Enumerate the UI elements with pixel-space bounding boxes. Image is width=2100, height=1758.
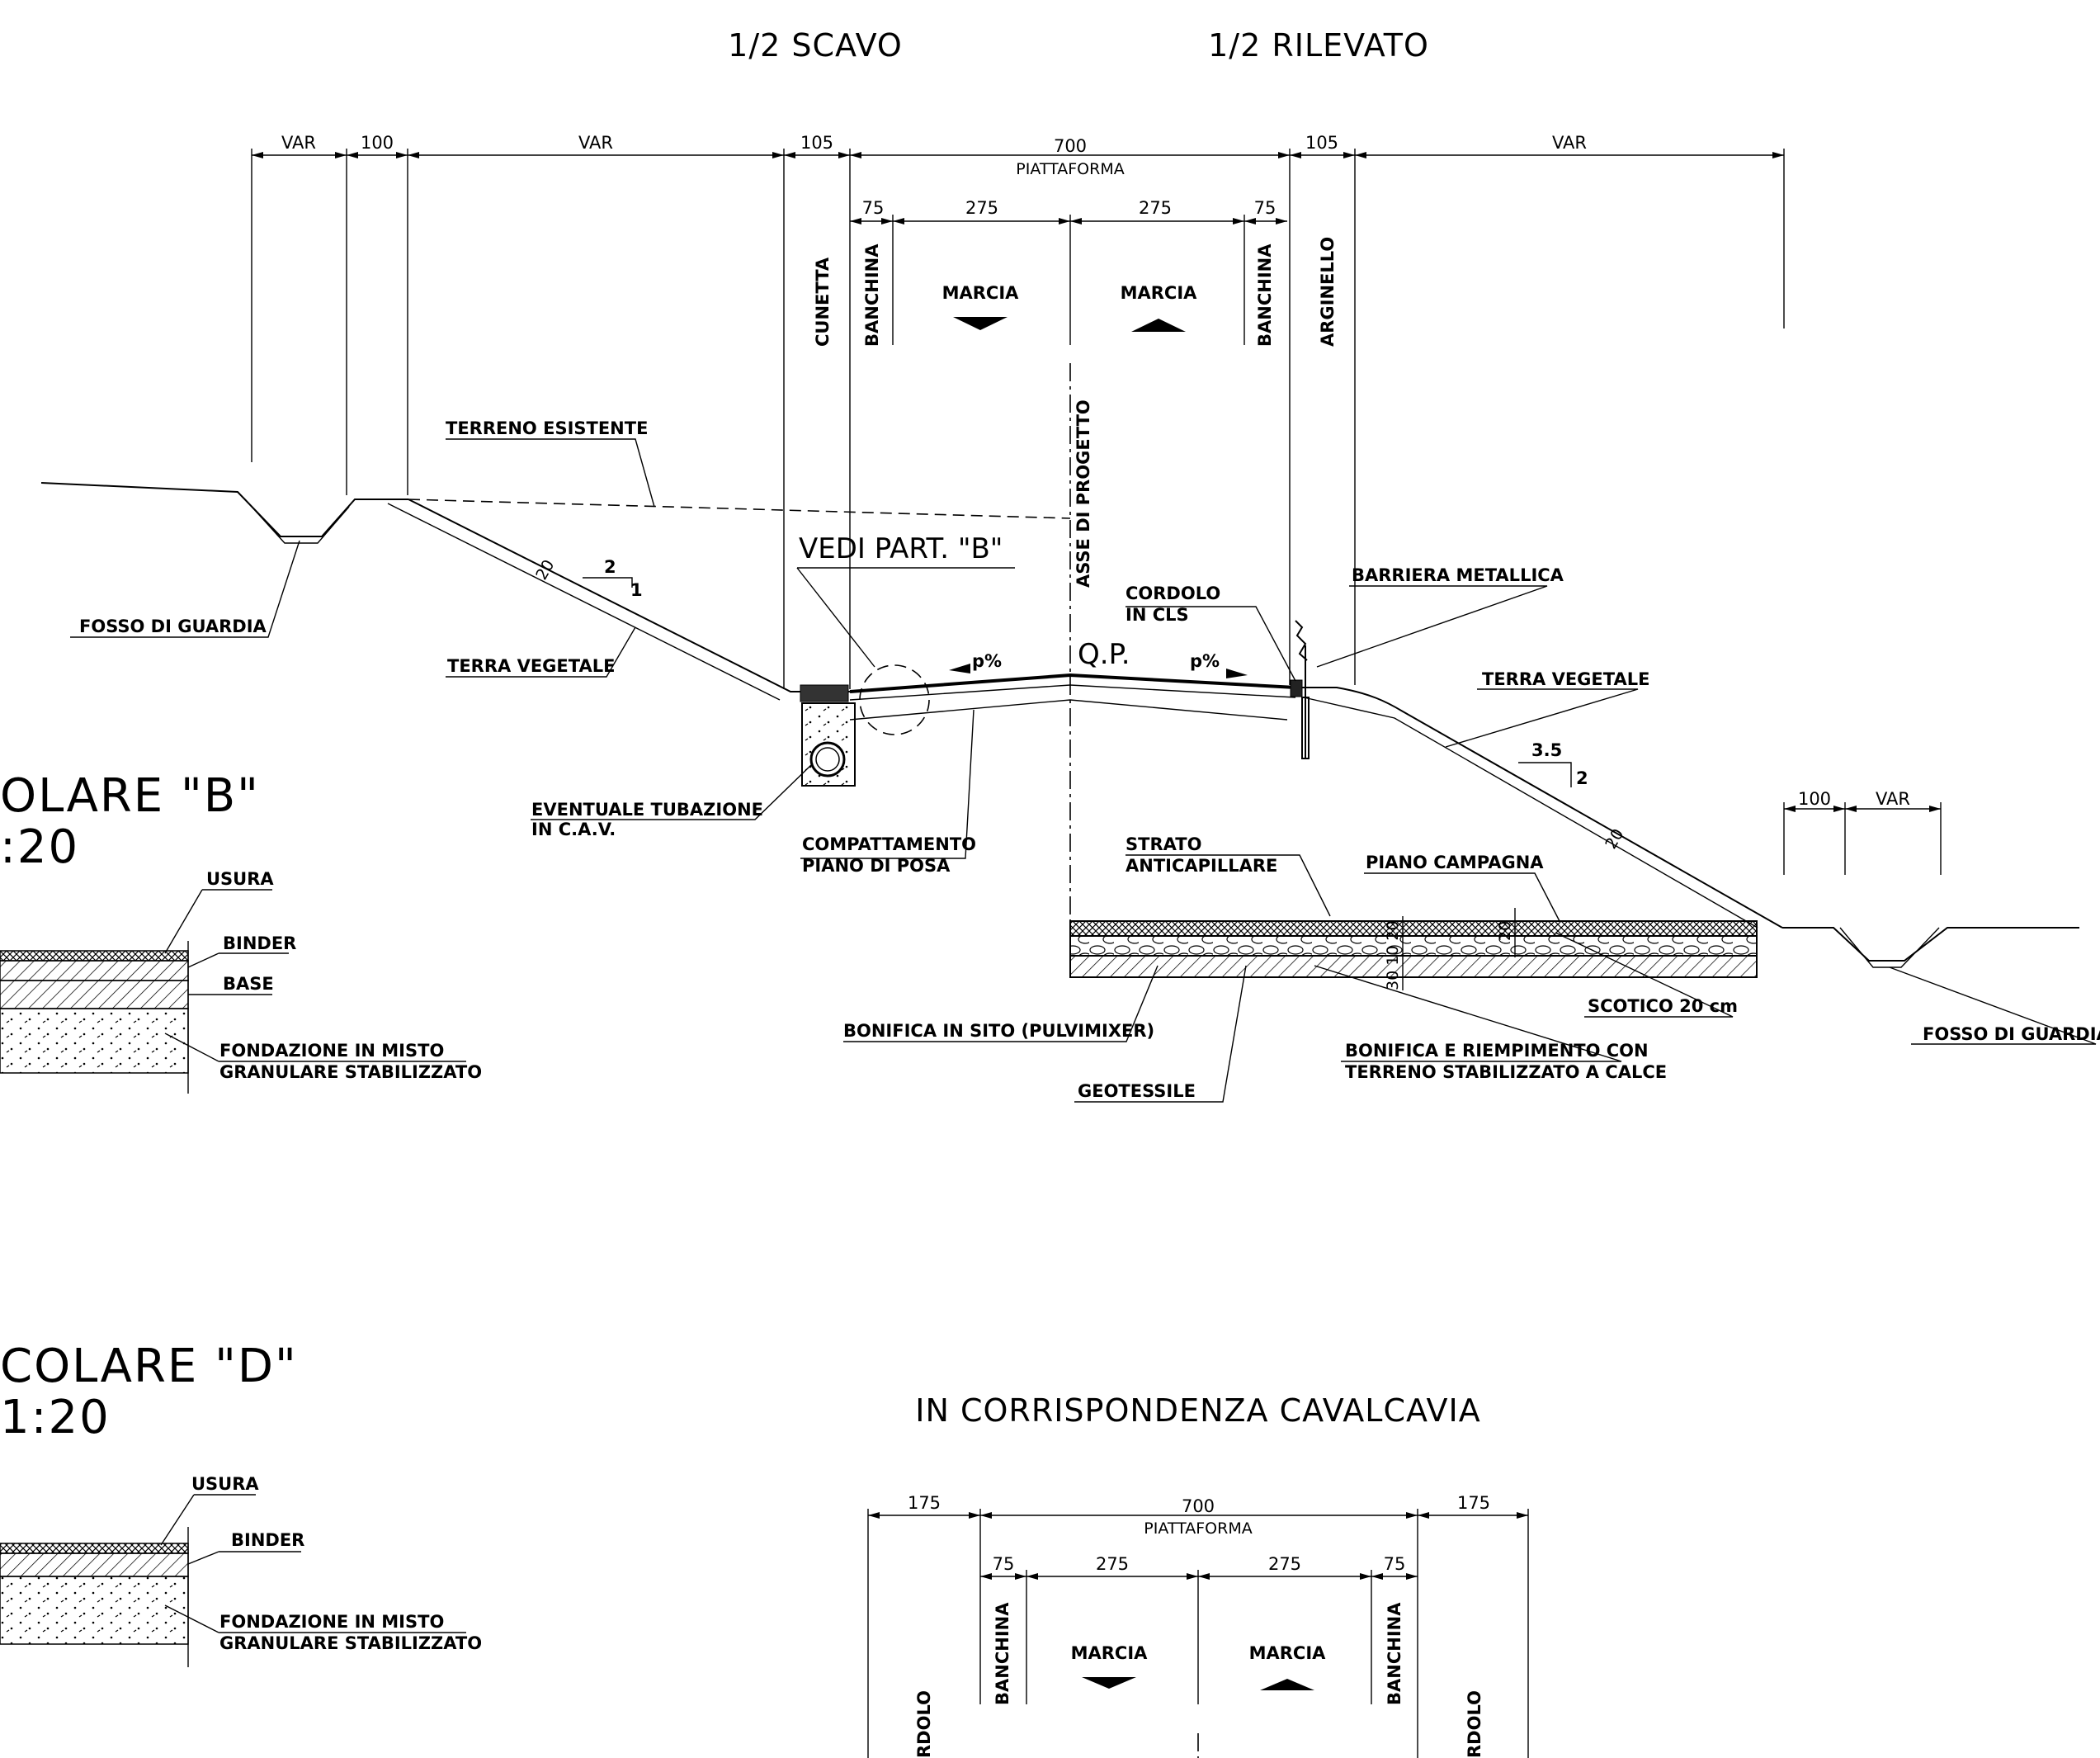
bottom-arrow-down-icon: [1082, 1677, 1136, 1689]
label-slope-right-h: 2: [1576, 768, 1588, 788]
dim-var-2: VAR: [578, 133, 613, 153]
label-dim-var-right: VAR: [1876, 789, 1910, 809]
lane-banchina-left: BANCHINA: [862, 243, 882, 347]
top-dimension-lines: [251, 149, 1785, 689]
label-layer-dim-20: 20: [1496, 921, 1514, 941]
label-bonifica-sito: BONIFICA IN SITO (PULVIMIXER): [843, 1021, 1154, 1041]
label-asse-progetto: ASSE DI PROGETTO: [1074, 399, 1093, 588]
bottom-dim-75-a: 75: [993, 1554, 1015, 1574]
bottom-dimension-lines: [867, 1509, 1529, 1758]
detail-b-base: BASE: [223, 974, 274, 994]
label-fosso-right: FOSSO DI GUARDIA: [1923, 1024, 2100, 1044]
label-dim-100-right: 100: [1798, 789, 1831, 809]
detail-b-usura: USURA: [206, 869, 274, 889]
title-half-cut: 1/2 SCAVO: [728, 27, 903, 64]
detail-d-binder: BINDER: [231, 1530, 304, 1550]
label-vedi-part-b: VEDI PART. "B": [799, 532, 1003, 565]
bottom-dim-700: 700: [1182, 1496, 1215, 1516]
bottom-lane-cordolo-left: RDOLO: [914, 1690, 934, 1758]
dim-piattaforma: PIATTAFORMA: [1016, 160, 1124, 178]
bottom-lane-cordolo-right: RDOLO: [1465, 1690, 1484, 1758]
detail-b-binder: BINDER: [223, 933, 296, 953]
lane-arginello: ARGINELLO: [1318, 237, 1338, 347]
detail-b-layers: [0, 889, 466, 1094]
label-terra-vegetale-left: TERRA VEGETALE: [447, 656, 615, 676]
dim-700: 700: [1054, 136, 1087, 156]
bottom-dim-175-a: 175: [908, 1493, 941, 1513]
dim-var-1: VAR: [281, 133, 316, 153]
cross-section-geometry: [40, 363, 2079, 990]
label-thickness-right: 20: [1602, 826, 1627, 853]
bottom-lane-marcia-left: MARCIA: [1071, 1643, 1149, 1663]
detail-b-fondazione-1: FONDAZIONE IN MISTO: [219, 1041, 444, 1061]
label-fosso-left: FOSSO DI GUARDIA: [79, 617, 267, 636]
detail-d-scale: 1:20: [0, 1391, 111, 1444]
bottom-arrow-up-icon: [1260, 1679, 1314, 1690]
label-slope-left-h: 1: [630, 580, 643, 600]
bottom-dim-75-b: 75: [1384, 1554, 1406, 1574]
bottom-dim-275-b: 275: [1268, 1554, 1301, 1574]
bottom-lane-banchina-right: BANCHINA: [1385, 1602, 1404, 1705]
label-compattamento-2: PIANO DI POSA: [802, 856, 951, 876]
dim-105-b: 105: [1305, 133, 1338, 153]
lane-banchina-right: BANCHINA: [1255, 243, 1275, 347]
label-strato-2: ANTICAPILLARE: [1126, 856, 1277, 876]
detail-b-fondazione-2: GRANULARE STABILIZZATO: [219, 1062, 482, 1082]
bottom-dim-piattaforma: PIATTAFORMA: [1144, 1519, 1252, 1538]
dim-275-b: 275: [1139, 198, 1172, 218]
label-barriera-metallica: BARRIERA METALLICA: [1352, 565, 1564, 585]
dim-275-a: 275: [965, 198, 998, 218]
label-tubazione-1: EVENTUALE TUBAZIONE: [531, 800, 763, 820]
label-bonifica-calce-1: BONIFICA E RIEMPIMENTO CON: [1345, 1041, 1649, 1061]
lane-cunetta: CUNETTA: [813, 257, 833, 347]
detail-d-fondazione-1: FONDAZIONE IN MISTO: [219, 1612, 444, 1632]
label-p-left: p%: [972, 651, 1002, 671]
bottom-dim-175-b: 175: [1457, 1493, 1490, 1513]
label-terra-vegetale-right: TERRA VEGETALE: [1482, 669, 1649, 689]
bottom-lane-marcia-right: MARCIA: [1249, 1643, 1327, 1663]
label-tubazione-2: IN C.A.V.: [531, 820, 616, 839]
label-qp: Q.P.: [1078, 638, 1130, 671]
title-half-fill: 1/2 RILEVATO: [1208, 27, 1429, 64]
label-bonifica-calce-2: TERRENO STABILIZZATO A CALCE: [1345, 1062, 1667, 1082]
detail-d-fondazione-2: GRANULARE STABILIZZATO: [219, 1633, 482, 1653]
label-compattamento-1: COMPATTAMENTO: [802, 834, 976, 854]
label-slope-right-v: 3.5: [1531, 740, 1562, 760]
dim-75-b: 75: [1254, 198, 1277, 218]
bottom-dim-275-a: 275: [1096, 1554, 1129, 1574]
detail-b-title: OLARE "B": [0, 769, 260, 823]
label-thickness-left: 20: [532, 557, 558, 584]
dim-100: 100: [361, 133, 394, 153]
label-cordolo-2: IN CLS: [1126, 605, 1189, 625]
lane-marcia-left: MARCIA: [942, 283, 1020, 303]
title-overpass: IN CORRISPONDENZA CAVALCAVIA: [915, 1392, 1480, 1429]
label-slope-left-v: 2: [604, 557, 616, 577]
arrow-up-icon: [1131, 319, 1186, 332]
dim-105-a: 105: [800, 133, 833, 153]
dim-var-3: VAR: [1552, 133, 1587, 153]
label-cordolo-1: CORDOLO: [1126, 584, 1220, 603]
leader-lines: [70, 438, 2097, 1103]
label-scotico: SCOTICO 20 cm: [1588, 996, 1738, 1016]
label-geotessile: GEOTESSILE: [1078, 1081, 1196, 1101]
label-p-right: p%: [1190, 651, 1220, 671]
label-strato-1: STRATO: [1126, 834, 1201, 854]
label-piano-campagna: PIANO CAMPAGNA: [1366, 853, 1544, 872]
dim-75-a: 75: [862, 198, 885, 218]
detail-b-scale: :20: [0, 820, 79, 874]
arrow-down-icon: [953, 317, 1008, 330]
label-terreno-esistente: TERRENO ESISTENTE: [446, 418, 648, 438]
detail-d-title: COLARE "D": [0, 1340, 298, 1393]
detail-d-usura: USURA: [191, 1474, 259, 1494]
lane-marcia-right: MARCIA: [1121, 283, 1198, 303]
label-layer-dims: 30 10 20: [1384, 920, 1402, 990]
bottom-lane-banchina-left: BANCHINA: [993, 1602, 1012, 1705]
detail-d-layers: [0, 1494, 466, 1667]
